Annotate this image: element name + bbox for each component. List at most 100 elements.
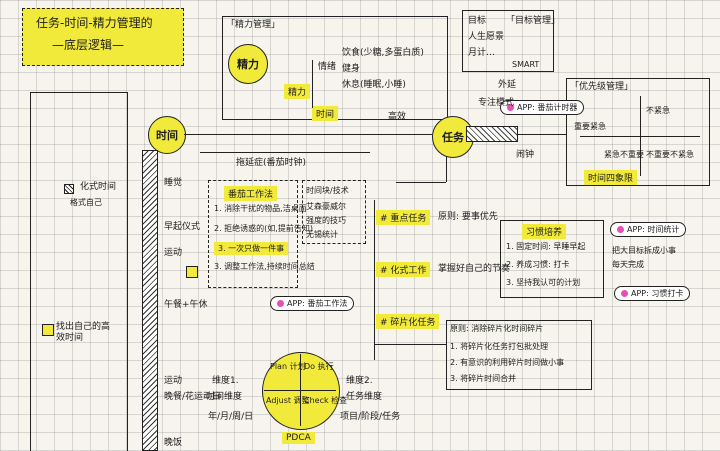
- procrastination-line: [200, 152, 370, 153]
- priority-sub: 时间四象限: [584, 170, 638, 185]
- energy-item-0: 饮食(少糖,多蛋白质): [342, 48, 424, 58]
- multiplex-label: 化式时间: [80, 182, 117, 192]
- time-bar-label-2: 运动: [164, 248, 183, 258]
- priority-item-3: 不重要不紧急: [646, 150, 694, 159]
- task-app-pill-label: APP: 番茄计时器: [517, 103, 578, 112]
- fragment-item-1: 2. 有意识的利用碎片时间做小事: [450, 358, 565, 367]
- time-circle-label: 时间: [156, 129, 178, 142]
- focus-label: 专注模式: [478, 98, 515, 108]
- energy-item-2: 休息(睡眠,小睡): [342, 80, 406, 90]
- goal-item-2: 月计…: [468, 48, 496, 58]
- time-bar-label-0: 睡觉: [164, 178, 183, 188]
- pill-dot-icon: [507, 104, 514, 111]
- habit-box: [500, 220, 604, 298]
- goal-box: [462, 10, 554, 72]
- pdca-label: PDCA: [282, 432, 315, 444]
- fragment-header: 原则: 消除碎片化时间碎片: [450, 324, 544, 333]
- title-box: [22, 8, 184, 66]
- procrastination-label: 拖延症(番茄时钟): [236, 158, 307, 168]
- task-down-link: [446, 156, 447, 182]
- tomato-app-pill: APP: 番茄工作法: [270, 296, 355, 311]
- habit-header: 习惯培养: [522, 224, 567, 239]
- tomato-box: [208, 180, 298, 288]
- energy-header: 「精力管理」: [226, 20, 281, 30]
- tomato-item-3: 3. 调整工作法,持续时间总结: [214, 262, 315, 271]
- clock-label: 闹钟: [516, 150, 535, 160]
- pdca-cell-check: Check 检查: [304, 396, 348, 405]
- habit-app-pill-1: APP: 习惯打卡: [614, 286, 691, 301]
- time-bar: [142, 150, 158, 451]
- habit-app-pill-1-label: APP: 习惯打卡: [631, 289, 684, 298]
- routine-stem: [374, 200, 375, 360]
- tomato-app-pill-label: APP: 番茄工作法: [287, 299, 348, 308]
- pill-dot-icon: [621, 290, 628, 297]
- pdca-right-items: 项目/阶段/任务: [340, 412, 401, 422]
- pdca-cell-do: Do 执行: [304, 362, 334, 371]
- energy-label: 精力: [284, 84, 311, 99]
- tomato-item-1: 2. 拒绝诱惑的(如,提前告知): [214, 224, 313, 233]
- goal-item-0: 目标: [468, 16, 487, 26]
- routine-note-0: 原则: 要事优先: [438, 212, 498, 222]
- pdca-left-items: 年/月/周/日: [208, 412, 254, 422]
- energy-circle-label: 精力: [237, 58, 259, 71]
- habit-item-0: 1. 固定时间: 早睡早起: [506, 242, 586, 251]
- fragment-item-2: 3. 将碎片时间合并: [450, 374, 517, 383]
- tomato-item-0: 1. 消除干扰的物品,洁桌面: [214, 204, 307, 213]
- energy-side: 高效: [388, 112, 407, 122]
- pdca-left-sub: 时间维度: [206, 392, 243, 402]
- goal-item-1: 人生愿景: [468, 32, 505, 42]
- task-circle-label: 任务: [442, 131, 464, 144]
- pdca-left-title: 维度1.: [212, 376, 239, 386]
- habit-note-1: 每天完成: [612, 260, 644, 269]
- time-outline: [30, 92, 128, 451]
- efficient-marker: [186, 266, 198, 278]
- habit-item-2: 3. 坚持我认可的计划: [506, 278, 581, 287]
- priority-item-1: 不紧急: [646, 106, 670, 115]
- routine-tag-1: # 化式工作: [376, 262, 431, 277]
- efficient-legend: 找出自己的高效时间: [56, 322, 111, 344]
- priority-item-2: 紧急不重要: [604, 150, 644, 159]
- time-bar-label-1: 早起仪式: [164, 222, 201, 232]
- pill-dot-icon: [277, 300, 284, 307]
- pdca-cell-adjust: Adjust 调整: [266, 396, 310, 405]
- time-label: 时间: [312, 106, 339, 121]
- pdca-divider-h: [264, 390, 336, 391]
- priority-box: [566, 78, 710, 186]
- time-circle: 时间: [148, 116, 186, 154]
- fragment-item-0: 1. 将碎片化任务打包批处理: [450, 342, 549, 351]
- energy-circle: 精力: [228, 44, 268, 84]
- tomato-header: 番茄工作法: [224, 186, 278, 201]
- energy-item-1: 健身: [342, 64, 361, 74]
- habit-item-1: 2. 养成习惯: 打卡: [506, 260, 570, 269]
- multiplex-legend-icon: [64, 184, 74, 194]
- method-box: [302, 180, 366, 244]
- priority-header: 「优先级管理」: [570, 82, 634, 92]
- goal-smart: SMART: [512, 60, 540, 69]
- task-app-pill: APP: 番茄计时器: [500, 100, 585, 115]
- routine-note-1: 掌握好自己的节奏: [438, 264, 511, 274]
- emotion-label: 情绪: [318, 62, 337, 72]
- pdca-circle: [262, 352, 340, 430]
- time-bar-label-4: 运动: [164, 376, 183, 386]
- goal-tag: 「目标管理」: [506, 16, 561, 26]
- priority-axis-y: [640, 96, 641, 176]
- time-bar-label-5: 晚餐/花运动日: [164, 392, 222, 402]
- method-header: 时间块/技术: [306, 186, 349, 195]
- time-task-link: [184, 134, 432, 135]
- fragment-box: [446, 320, 592, 390]
- time-bar-label-3: 午餐+午休: [164, 300, 208, 310]
- method-item-0: 艾森豪威尔: [306, 202, 346, 211]
- habit-app-pill-0: APP: 时间统计: [610, 222, 687, 237]
- task-bar: [466, 126, 518, 142]
- time-bar-label-6: 晚饭: [164, 438, 183, 448]
- multiplex-sub: 格式自己: [70, 198, 102, 207]
- goal-ext-label: 外延: [498, 80, 517, 90]
- efficient-legend-icon: [42, 324, 54, 336]
- title-line1: 任务-时间-精力管理的: [36, 16, 153, 30]
- fragment-link: [374, 344, 446, 345]
- task-link: [518, 134, 566, 135]
- priority-item-0: 重要紧急: [574, 122, 606, 131]
- pdca-right-sub: 任务维度: [346, 392, 383, 402]
- method-item-2: 无锡统计: [306, 230, 338, 239]
- pill-dot-icon: [617, 226, 624, 233]
